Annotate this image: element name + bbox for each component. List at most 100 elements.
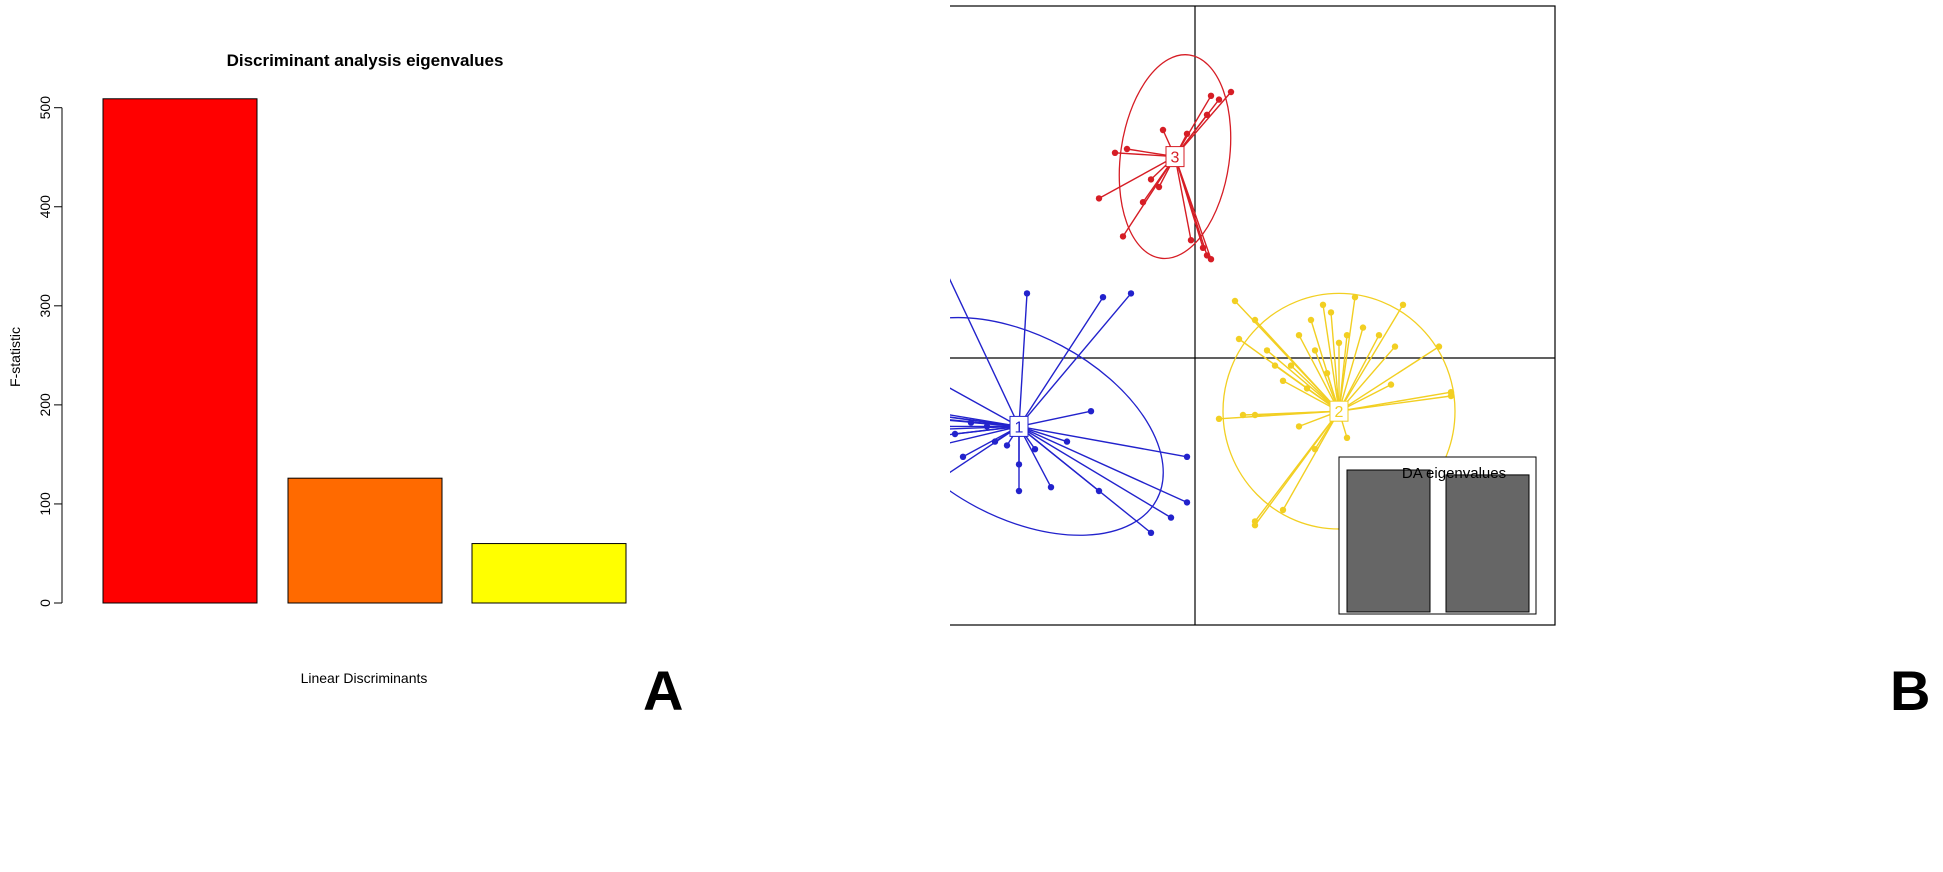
centroid-label: 1 bbox=[1015, 419, 1024, 436]
centroid-label: 3 bbox=[1171, 150, 1180, 167]
y-tick-label: 0 bbox=[37, 599, 53, 607]
centroid-link bbox=[1242, 410, 1340, 416]
y-tick-label: 200 bbox=[37, 393, 53, 417]
data-point bbox=[1207, 92, 1215, 100]
y-tick-label: 500 bbox=[37, 96, 53, 120]
centroid-link bbox=[1018, 296, 1104, 427]
centroid-link bbox=[1018, 293, 1028, 427]
data-point bbox=[1239, 411, 1247, 419]
data-point bbox=[1095, 195, 1103, 202]
data-point bbox=[951, 430, 959, 438]
data-point bbox=[1323, 370, 1331, 377]
centroid-link bbox=[1298, 334, 1340, 412]
data-point bbox=[1183, 499, 1191, 506]
inset-eigenvalue-barplot: DA eigenvalues bbox=[1338, 456, 1537, 615]
data-point bbox=[1343, 332, 1351, 339]
data-point bbox=[1435, 343, 1443, 350]
data-point bbox=[1155, 183, 1163, 191]
centroid-link bbox=[1254, 410, 1340, 522]
centroid-link bbox=[1018, 410, 1092, 428]
centroid-link bbox=[1322, 304, 1340, 412]
data-point bbox=[1127, 290, 1135, 297]
y-axis-label: F-statistic bbox=[7, 327, 23, 387]
data-point bbox=[1295, 332, 1303, 339]
group-ellipse bbox=[1118, 54, 1232, 260]
data-point bbox=[1279, 377, 1287, 384]
eigenvalue-bar-chart: Discriminant analysis eigenvalues F-stat… bbox=[7, 51, 627, 686]
centroid-link bbox=[1338, 346, 1396, 412]
centroid-link bbox=[1338, 346, 1440, 412]
centroid-link bbox=[1338, 395, 1452, 412]
data-point bbox=[1251, 316, 1259, 324]
scatter-groups: 123 bbox=[950, 54, 1456, 536]
data-point bbox=[1159, 126, 1167, 134]
data-point bbox=[1087, 408, 1095, 415]
data-point bbox=[1215, 96, 1223, 103]
data-point bbox=[967, 419, 975, 426]
data-point bbox=[1063, 438, 1071, 445]
group-ellipse bbox=[950, 316, 1164, 536]
data-point bbox=[1319, 301, 1327, 308]
centroid-link bbox=[1018, 425, 1152, 534]
centroid-link bbox=[950, 425, 1020, 474]
centroid-link bbox=[1338, 297, 1356, 412]
data-point bbox=[1183, 130, 1191, 137]
centroid-link bbox=[1174, 156, 1212, 260]
centroid-box bbox=[1165, 146, 1185, 168]
centroid-link bbox=[950, 425, 1020, 444]
data-point bbox=[1303, 385, 1311, 392]
data-point bbox=[1003, 442, 1011, 449]
group-1: 1 bbox=[950, 278, 1191, 536]
data-point bbox=[1215, 415, 1223, 422]
data-point bbox=[1251, 518, 1259, 525]
data-point bbox=[1271, 362, 1279, 369]
centroid-link bbox=[1338, 334, 1380, 412]
data-point bbox=[1311, 347, 1319, 354]
panel-label-b: B bbox=[1890, 659, 1931, 722]
data-point bbox=[1399, 301, 1407, 308]
data-point bbox=[1447, 392, 1455, 400]
centroid-link bbox=[1174, 156, 1192, 241]
data-point bbox=[1183, 453, 1191, 460]
centroid-link bbox=[1098, 155, 1176, 200]
data-point bbox=[1295, 423, 1303, 430]
y-tick-label: 400 bbox=[37, 195, 53, 219]
discriminant-scatter-plot: 123 DA eigenvalues bbox=[950, 5, 1556, 626]
centroid-link bbox=[1018, 425, 1188, 504]
data-point bbox=[1359, 324, 1367, 331]
data-point bbox=[1279, 506, 1287, 514]
data-point bbox=[1147, 529, 1155, 536]
data-point bbox=[1343, 434, 1351, 441]
y-tick-label: 100 bbox=[37, 492, 53, 516]
data-point bbox=[1147, 176, 1155, 183]
centroid-link bbox=[950, 387, 1020, 428]
origin-axes bbox=[950, 6, 1555, 625]
x-axis-label: Linear Discriminants bbox=[301, 670, 428, 686]
centroid-link bbox=[1338, 327, 1364, 412]
centroid-link bbox=[1114, 152, 1176, 158]
data-point bbox=[1119, 233, 1127, 240]
data-point bbox=[1263, 347, 1271, 354]
centroid-box bbox=[1329, 400, 1349, 422]
centroid-link bbox=[954, 425, 1020, 435]
data-point bbox=[1015, 487, 1023, 495]
data-point bbox=[1391, 343, 1399, 350]
data-point bbox=[1031, 446, 1039, 453]
data-point bbox=[1227, 88, 1235, 96]
data-point bbox=[1023, 290, 1031, 297]
bar-ld3 bbox=[471, 543, 627, 604]
chart-title: Discriminant analysis eigenvalues bbox=[227, 51, 504, 70]
centroid-link bbox=[1254, 319, 1340, 412]
centroid-link bbox=[1338, 304, 1404, 412]
data-point bbox=[1123, 145, 1131, 153]
centroid-link bbox=[950, 278, 1020, 427]
inset-bar bbox=[1445, 474, 1530, 613]
data-point bbox=[1351, 294, 1359, 301]
bar-ld1 bbox=[102, 98, 258, 604]
data-point bbox=[1235, 335, 1243, 343]
centroid-link bbox=[1018, 425, 1188, 458]
data-point bbox=[1327, 309, 1335, 316]
bars bbox=[102, 98, 627, 604]
data-point bbox=[1111, 149, 1119, 156]
